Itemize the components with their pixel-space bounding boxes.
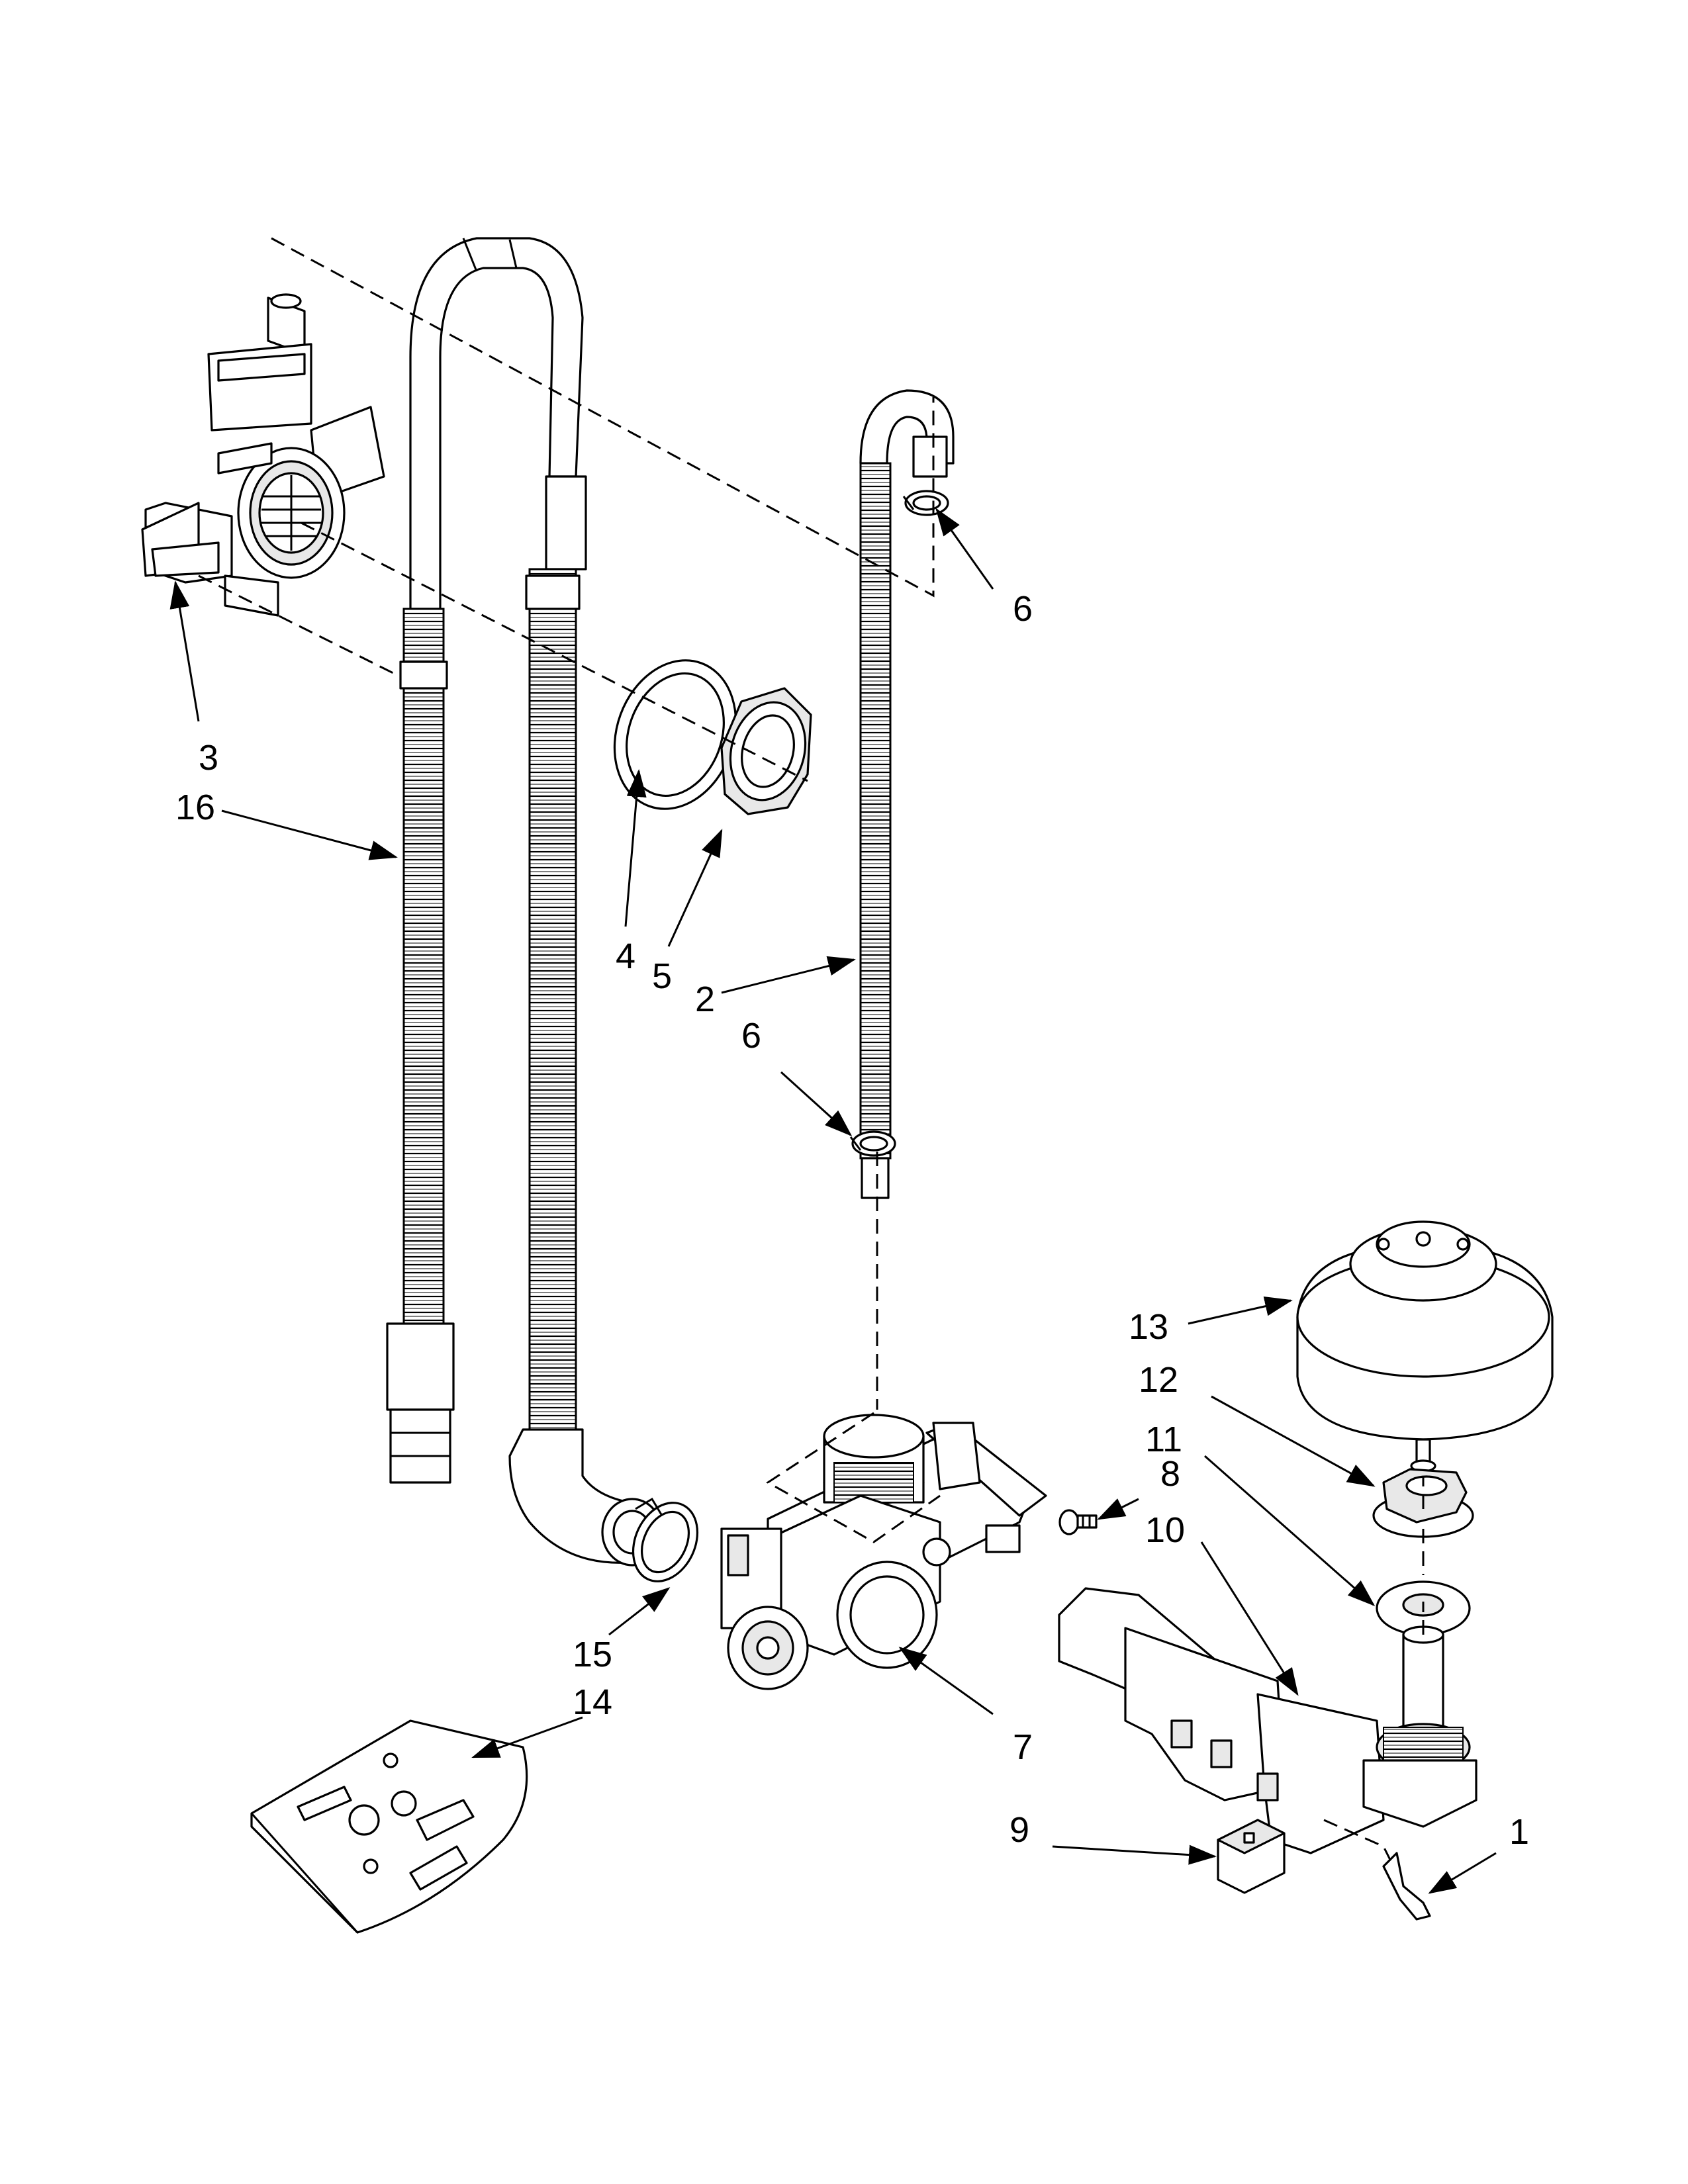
part-8-screw: [1058, 1509, 1098, 1535]
callout-5: 5: [651, 956, 673, 996]
leader-arrows: [169, 508, 1497, 1894]
part-10-switch-bracket: [1058, 1587, 1477, 1854]
callout-11: 11: [1145, 1420, 1183, 1459]
part-3-drain-bracket: [141, 293, 385, 617]
part-2-fill-hose: [859, 389, 955, 1199]
part-14-hardware-bag: [250, 1719, 528, 1934]
part-16-drain-hose: [386, 237, 663, 1567]
callout-10: 10: [1145, 1510, 1186, 1550]
callout-12: 12: [1138, 1360, 1179, 1400]
callout-6-top: 6: [1012, 589, 1033, 629]
assembly-lines: [198, 237, 1425, 1860]
callout-3: 3: [198, 738, 219, 778]
callout-8: 8: [1160, 1454, 1181, 1494]
callout-2: 2: [694, 979, 716, 1019]
callout-7: 7: [1012, 1727, 1033, 1767]
part-15-hose-clamp: [632, 1497, 699, 1582]
part-12-hex-nut: [1372, 1468, 1474, 1538]
callout-9: 9: [1009, 1810, 1030, 1850]
callout-13: 13: [1128, 1307, 1169, 1347]
part-7-inlet-valve: [720, 1414, 1047, 1690]
callout-6-bottom: 6: [741, 1016, 762, 1056]
part-1-clip: [1382, 1852, 1431, 1921]
part-13-float: [1296, 1220, 1554, 1473]
callout-14: 14: [572, 1682, 613, 1722]
callout-4: 4: [615, 936, 636, 976]
callout-15: 15: [572, 1635, 613, 1674]
part-9-micro-switch: [1217, 1819, 1286, 1894]
part-6-clamp-bottom: [849, 1130, 896, 1157]
callout-1: 1: [1509, 1812, 1530, 1852]
part-6-clamp-top: [902, 490, 949, 516]
callout-16: 16: [175, 788, 216, 827]
part-5-nut: [720, 687, 812, 815]
